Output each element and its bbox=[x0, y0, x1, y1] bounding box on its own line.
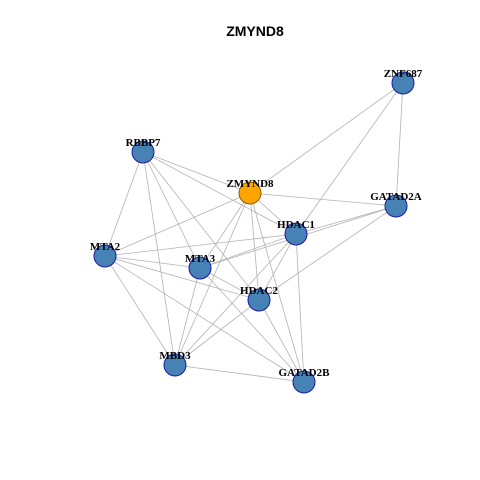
edge-hdac1-mbd3 bbox=[174, 233, 297, 366]
node-hdac1 bbox=[284, 222, 308, 246]
node-rbbp7 bbox=[131, 140, 155, 164]
node-label-mta3: MTA3 bbox=[185, 253, 216, 265]
edge-zmynd8-hdac2 bbox=[249, 192, 260, 301]
node-label-mbd3: MBD3 bbox=[159, 350, 191, 362]
node-znf687 bbox=[391, 71, 415, 95]
edge-gatad2a-hdac1 bbox=[295, 205, 397, 235]
edge-mta2-gatad2b bbox=[104, 255, 305, 383]
node-label-gatad2b: GATAD2B bbox=[279, 367, 331, 379]
edge-rbbp7-mbd3 bbox=[142, 151, 176, 366]
edge-mta3-gatad2b bbox=[199, 267, 305, 383]
edge-zmynd8-mbd3 bbox=[174, 192, 251, 366]
node-label-gatad2a: GATAD2A bbox=[370, 191, 422, 203]
edge-zmynd8-gatad2a bbox=[249, 192, 397, 207]
edge-zmynd8-mta2 bbox=[104, 192, 251, 257]
node-label-hdac2: HDAC2 bbox=[240, 285, 278, 297]
node-gatad2a bbox=[384, 194, 408, 218]
edge-rbbp7-zmynd8 bbox=[142, 151, 251, 194]
edge-znf687-zmynd8 bbox=[249, 82, 404, 194]
node-gatad2b bbox=[292, 370, 316, 394]
edge-gatad2a-hdac2 bbox=[258, 205, 397, 301]
edge-hdac1-hdac2 bbox=[258, 233, 297, 301]
node-label-hdac1: HDAC1 bbox=[277, 219, 315, 231]
node-mbd3 bbox=[163, 353, 187, 377]
edge-mta3-mbd3 bbox=[174, 267, 201, 366]
edge-rbbp7-mta3 bbox=[142, 151, 201, 269]
edge-hdac1-gatad2b bbox=[295, 233, 305, 383]
edge-znf687-hdac1 bbox=[295, 82, 404, 235]
edge-hdac2-mbd3 bbox=[174, 299, 260, 366]
edge-zmynd8-mta3 bbox=[199, 192, 251, 269]
edge-rbbp7-hdac2 bbox=[142, 151, 260, 301]
edge-znf687-gatad2a bbox=[395, 82, 404, 207]
node-mta2 bbox=[93, 244, 117, 268]
node-hdac2 bbox=[247, 288, 271, 312]
edge-layer bbox=[104, 82, 404, 383]
edge-mta2-mbd3 bbox=[104, 255, 176, 366]
node-label-znf687: ZNF687 bbox=[384, 68, 423, 80]
edge-mbd3-gatad2b bbox=[174, 364, 305, 383]
edge-hdac1-mta2 bbox=[104, 233, 297, 257]
edge-mta2-hdac2 bbox=[104, 255, 260, 301]
node-label-mta2: MTA2 bbox=[90, 241, 121, 253]
node-mta3 bbox=[188, 256, 212, 280]
node-zmynd8 bbox=[238, 181, 262, 205]
node-layer bbox=[93, 71, 415, 394]
edge-hdac1-mta3 bbox=[199, 233, 297, 269]
edge-hdac2-gatad2b bbox=[258, 299, 305, 383]
edge-rbbp7-hdac1 bbox=[142, 151, 297, 235]
diagram-title: ZMYND8 bbox=[226, 23, 284, 39]
node-label-zmynd8: ZMYND8 bbox=[226, 178, 274, 190]
edge-rbbp7-mta2 bbox=[104, 151, 144, 257]
edge-mta2-mta3 bbox=[104, 255, 201, 269]
node-label-rbbp7: RBBP7 bbox=[126, 137, 161, 149]
